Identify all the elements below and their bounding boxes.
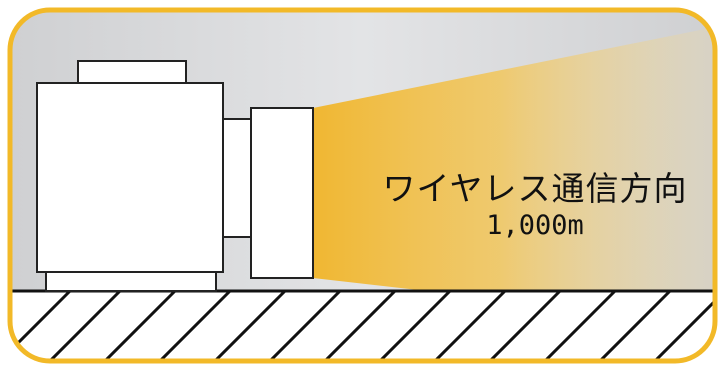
ground-hatch (10, 289, 715, 361)
antenna-unit (250, 107, 314, 279)
equipment-connector (222, 118, 252, 238)
caption-range: 1,000m (486, 210, 584, 241)
ground-area (10, 291, 715, 361)
equipment-top-cap (77, 60, 187, 85)
wireless-beam (313, 25, 715, 325)
frame-border (7, 7, 718, 364)
equipment-base (45, 271, 217, 292)
equipment-main-body (36, 82, 224, 273)
caption-title: ワイヤレス通信方向 (382, 169, 688, 208)
equipment (36, 60, 314, 292)
